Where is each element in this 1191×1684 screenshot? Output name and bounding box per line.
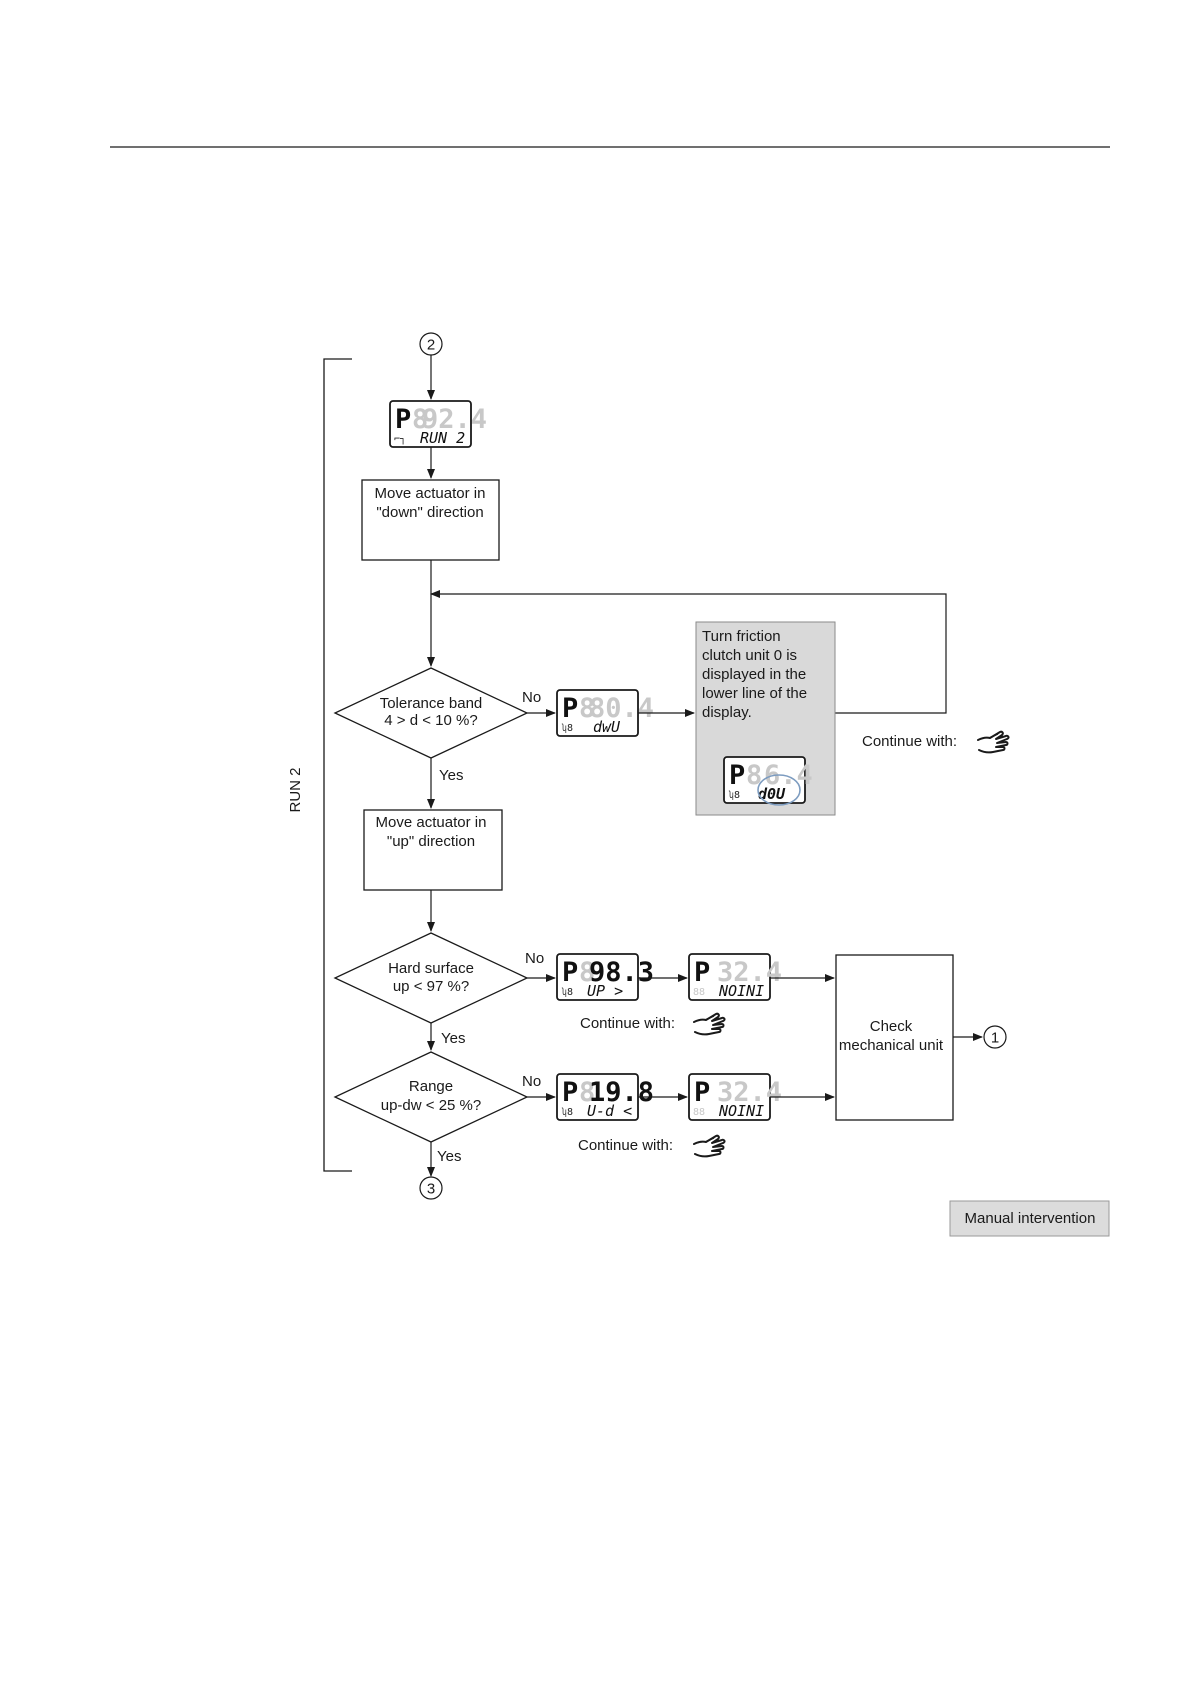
highlight-circle (757, 774, 801, 806)
svg-text:P: P (694, 1077, 710, 1108)
svg-text:mechanical unit: mechanical unit (839, 1037, 944, 1054)
hard-yes-label: Yes (441, 1030, 465, 1047)
svg-text:92.4: 92.4 (422, 404, 487, 435)
lcd-hard-surface-a: P 8 98.3 ʮ8 UP > (556, 953, 654, 1001)
legend-manual-intervention: Manual intervention (949, 1200, 1110, 1237)
svg-text:4 > d < 10 %?: 4 > d < 10 %? (384, 712, 477, 729)
svg-text:8: 8 (579, 1077, 595, 1108)
step-move-down: Move actuator in "down" direction (361, 479, 500, 561)
step-check-mechanical: Check mechanical unit (835, 954, 954, 1121)
svg-text:Range: Range (409, 1078, 453, 1095)
svg-text:P: P (694, 957, 710, 988)
bracket-label: RUN 2 (287, 767, 304, 812)
svg-text:88: 88 (693, 987, 705, 998)
range-yes-label: Yes (437, 1148, 461, 1165)
svg-text:up-dw < 25 %?: up-dw < 25 %? (381, 1097, 481, 1114)
svg-text:NOINI: NOINI (718, 982, 764, 1000)
svg-text:dwU: dwU (593, 718, 621, 736)
hand-pointing-icon (693, 1012, 726, 1036)
continue-label-range: Continue with: (578, 1137, 673, 1154)
hand-pointing-icon (977, 730, 1010, 754)
hard-no-label: No (525, 950, 544, 967)
svg-text:Check: Check (870, 1018, 913, 1035)
run2-bracket (323, 358, 352, 1172)
svg-text:P: P (395, 404, 411, 435)
hand-pointing-icon (693, 1134, 726, 1158)
svg-text:⌐┐: ⌐┐ (394, 434, 406, 445)
svg-text:ʮ8: ʮ8 (561, 723, 573, 734)
svg-text:Move actuator in: Move actuator in (376, 814, 487, 831)
lcd-range-a: P 8 19.8 ʮ8 U-d < (556, 1073, 654, 1121)
svg-text:80.4: 80.4 (589, 693, 654, 724)
lcd-tolerance: P 8 80.4 ʮ8 dwU (556, 689, 654, 737)
svg-text:P: P (562, 693, 578, 724)
lcd-range-b: P 32.4 88 NOINI (688, 1073, 782, 1121)
svg-text:88: 88 (693, 1107, 705, 1118)
svg-text:8: 8 (579, 693, 595, 724)
svg-text:8: 8 (579, 957, 595, 988)
svg-text:Move actuator in: Move actuator in (375, 485, 486, 502)
svg-text:Tolerance band: Tolerance band (380, 695, 483, 712)
lcd-friction: P 8 6.4 ʮ8 d0U (723, 756, 813, 806)
tolerance-yes-label: Yes (439, 767, 463, 784)
loop-back-arrow (430, 590, 947, 714)
decision-range: Range up-dw < 25 %? (333, 1051, 529, 1143)
step-move-up: Move actuator in "up" direction (363, 809, 503, 891)
svg-text:NOINI: NOINI (718, 1102, 764, 1120)
connector-bottom: 3 (419, 1176, 443, 1200)
svg-text:UP >: UP > (587, 982, 623, 1000)
svg-text:8: 8 (412, 404, 428, 435)
lcd-run2: P 8 92.4 ⌐┐ RUN 2 (389, 400, 487, 448)
svg-text:Turn friction: Turn friction (702, 628, 781, 645)
svg-text:display.: display. (702, 704, 752, 721)
svg-text:19.8: 19.8 (589, 1077, 654, 1108)
svg-text:ʮ8: ʮ8 (561, 987, 573, 998)
svg-text:up < 97 %?: up < 97 %? (393, 978, 469, 995)
svg-text:32.4: 32.4 (717, 957, 782, 988)
range-no-label: No (522, 1073, 541, 1090)
decision-hard-surface: Hard surface up < 97 %? (333, 932, 529, 1024)
svg-text:98.3: 98.3 (589, 957, 654, 988)
svg-text:ʮ8: ʮ8 (561, 1107, 573, 1118)
svg-text:P: P (562, 1077, 578, 1108)
svg-text:clutch unit 0 is: clutch unit 0 is (702, 647, 797, 664)
svg-text:displayed in the: displayed in the (702, 666, 806, 683)
tolerance-no-label: No (522, 689, 541, 706)
svg-text:2: 2 (427, 337, 435, 354)
svg-text:P: P (562, 957, 578, 988)
svg-text:ʮ8: ʮ8 (728, 790, 740, 801)
svg-text:8: 8 (746, 760, 762, 791)
svg-text:P: P (729, 760, 745, 791)
svg-text:1: 1 (991, 1030, 999, 1047)
svg-text:Hard surface: Hard surface (388, 960, 474, 977)
svg-text:d0U: d0U (758, 785, 786, 803)
svg-text:Manual intervention: Manual intervention (965, 1210, 1096, 1227)
svg-text:"up" direction: "up" direction (387, 833, 475, 850)
decision-tolerance: Tolerance band 4 > d < 10 %? (333, 667, 529, 759)
svg-text:U-d <: U-d < (587, 1102, 632, 1120)
continue-label-hard: Continue with: (580, 1015, 675, 1032)
svg-text:"down" direction: "down" direction (376, 504, 483, 521)
connector-top: 2 (419, 332, 443, 356)
connector-right: 1 (983, 1025, 1007, 1049)
svg-text:RUN 2: RUN 2 (420, 429, 465, 447)
svg-text:3: 3 (427, 1181, 435, 1198)
svg-text:32.4: 32.4 (717, 1077, 782, 1108)
continue-label-friction: Continue with: (862, 733, 957, 750)
svg-text:lower line of the: lower line of the (702, 685, 807, 702)
lcd-hard-surface-b: P 32.4 88 NOINI (688, 953, 782, 1001)
